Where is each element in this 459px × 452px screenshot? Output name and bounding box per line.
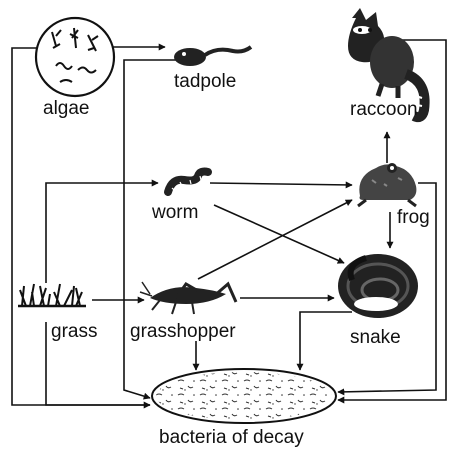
label-tadpole: tadpole: [174, 72, 236, 91]
label-snake: snake: [348, 328, 403, 347]
grasshopper-icon: [140, 282, 236, 314]
arrow-worm-frog: [210, 183, 352, 185]
arrow-grass-worm: [46, 183, 158, 283]
label-algae: algae: [43, 99, 90, 118]
label-frog: frog: [395, 208, 432, 227]
worm-icon: [168, 172, 208, 193]
label-worm: worm: [152, 203, 198, 222]
frog-icon: [358, 163, 416, 206]
label-raccoon: raccoon: [350, 100, 418, 119]
label-grass: grass: [49, 322, 99, 341]
arrow-snake-bacteria: [300, 312, 352, 370]
arrow-grasshopper-frog: [198, 200, 352, 279]
snake-icon: [338, 254, 418, 318]
algae-icon: [36, 18, 114, 96]
bacteria-icon: [152, 369, 336, 423]
label-bacteria: bacteria of decay: [159, 428, 304, 447]
tadpole-icon: [174, 47, 251, 66]
label-grasshopper: grasshopper: [128, 322, 238, 341]
arrow-tadpole-bacteria: [124, 60, 178, 398]
grass-icon: [18, 284, 86, 306]
